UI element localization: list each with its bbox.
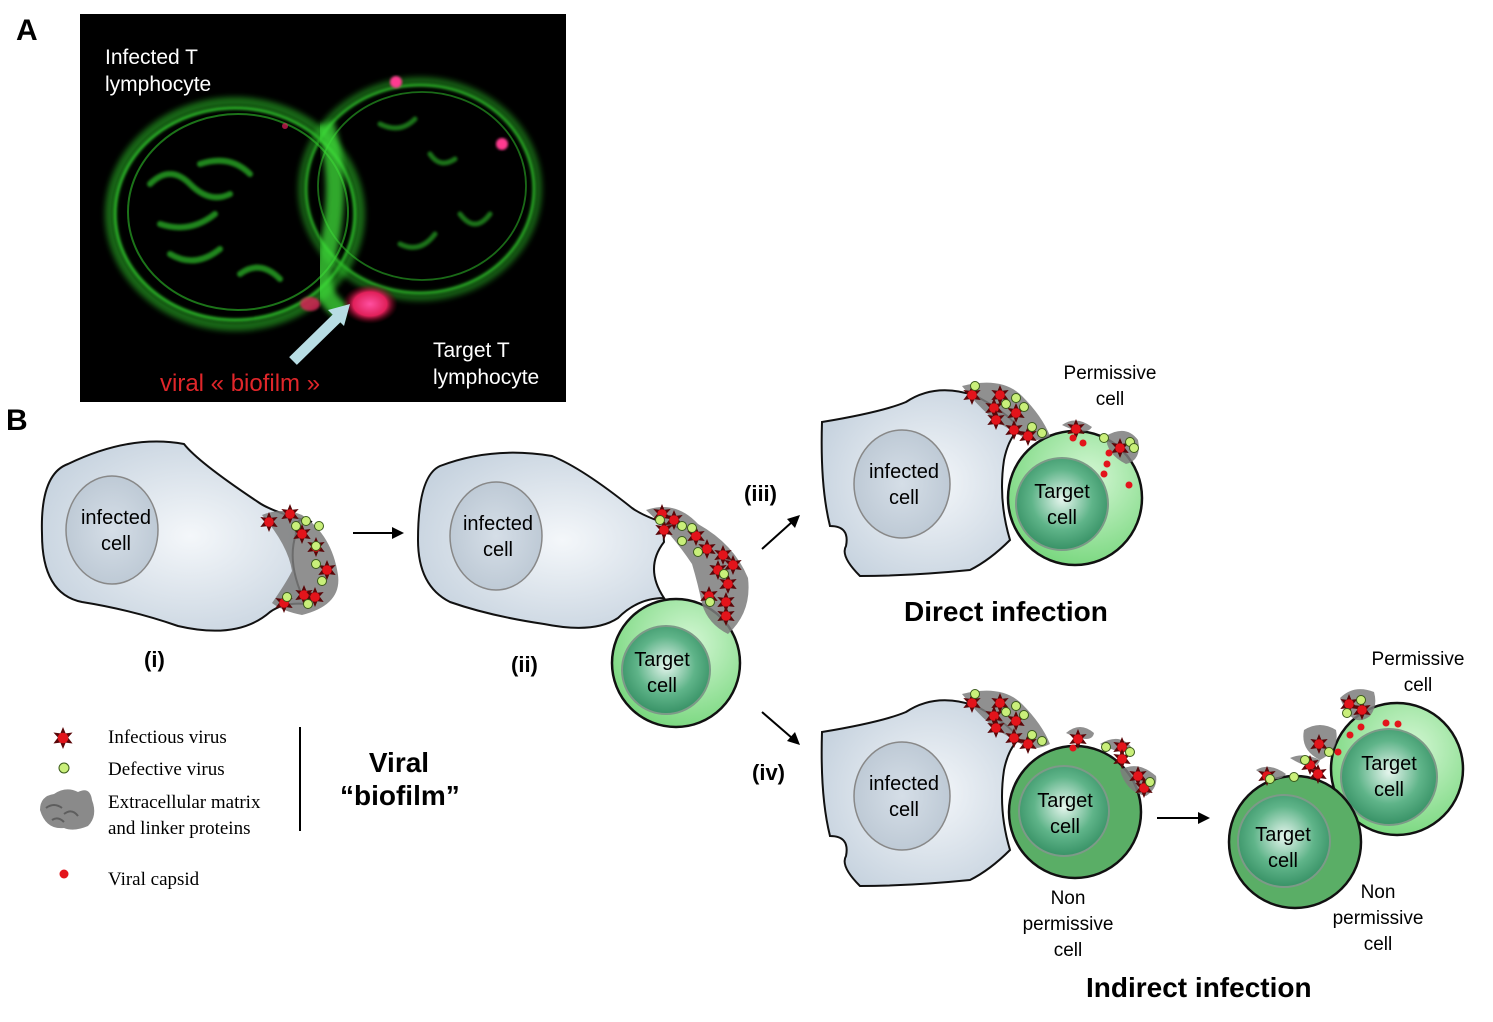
stage-iii-capsids <box>1069 434 1133 489</box>
stage-iv-nonpermissive-label: Non permissive cell <box>1022 888 1114 961</box>
title-line: Viral <box>368 747 430 778</box>
stage-iv-nonpermissive-cell <box>1007 744 1143 880</box>
stage-i-label: (i) <box>144 647 165 672</box>
label-line: Infected T <box>105 46 199 69</box>
stage-ii-target-cell <box>610 597 742 729</box>
stage-ii-label: (ii) <box>511 652 538 677</box>
stage-iii-biofilm <box>962 381 1139 464</box>
extracellular-matrix-icon <box>40 789 95 830</box>
transfer-biofilm <box>1256 689 1376 786</box>
stage-iii-permissive-label: Permissive cell <box>1063 363 1157 410</box>
label-line: Target T <box>433 339 510 362</box>
stage-ii-biofilm <box>646 504 749 634</box>
indirect-infection-caption: Indirect infection <box>1086 972 1312 1003</box>
title-line: “biofilm” <box>340 780 460 811</box>
arrow-iv-to-transfer <box>1157 812 1210 824</box>
stage-ii-infected-label: infected cell <box>462 513 534 561</box>
stage-ii-infected-cell <box>416 451 681 629</box>
arrow-i-to-ii <box>353 527 404 539</box>
microscopy-image: Infected T lymphocyte Target T lymphocyt… <box>80 14 566 402</box>
viral-capsid-icon <box>59 869 69 879</box>
stage-iv-infected-label: infected cell <box>868 773 940 821</box>
infected-lymphocyte-actin <box>105 97 365 331</box>
infectious-virus-icon <box>53 727 73 749</box>
legend-extracellular-matrix: Extracellular matrix and linker proteins <box>108 792 261 839</box>
target-lymphocyte-label: Target T lymphocyte <box>433 337 539 391</box>
transfer-nonpermissive-cell <box>1227 774 1363 910</box>
stage-ii-target-label: Target cell <box>634 649 690 697</box>
transfer-capsids <box>1334 719 1402 756</box>
arrow-to-iv <box>761 711 800 745</box>
indirect-nonpermissive-target-label: Target cell <box>1255 824 1311 872</box>
legend-defective-virus: Defective virus <box>108 759 225 780</box>
legend-infectious-virus: Infectious virus <box>108 727 227 748</box>
biofilm-arrow-icon <box>289 304 350 365</box>
stage-i-infected-cell <box>40 440 313 632</box>
viral-biofilm-spot <box>342 284 398 324</box>
label-line: lymphocyte <box>105 73 212 96</box>
stage-iv-biofilm <box>962 689 1157 798</box>
stage-iv-label: (iv) <box>752 760 785 785</box>
indirect-nonpermissive-label: Non permissive cell <box>1332 882 1424 955</box>
label-line: lymphocyte <box>433 366 540 389</box>
panel-a-letter: A <box>16 14 38 47</box>
legend-viral-capsid: Viral capsid <box>108 869 200 890</box>
indirect-permissive-label: Permissive cell <box>1371 649 1465 696</box>
stage-iii-target-label: Target cell <box>1034 481 1090 529</box>
direct-infection-caption: Direct infection <box>904 596 1108 627</box>
target-lymphocyte-actin <box>298 77 542 301</box>
arrow-to-iii <box>761 515 800 550</box>
synapse-actin <box>313 121 351 322</box>
stage-iv-infected-cell <box>820 699 1020 888</box>
indirect-permissive-target-label: Target cell <box>1361 753 1417 801</box>
stage-iii-infected-cell <box>820 389 1020 578</box>
viral-biofilm-label: viral « biofilm » <box>160 370 321 397</box>
stage-iv-target-label: Target cell <box>1037 790 1093 838</box>
stage-iii-infected-label: infected cell <box>868 461 940 509</box>
microscopy-render <box>105 76 542 365</box>
stage-i-infected-label: infected cell <box>80 507 152 555</box>
stage-i-biofilm <box>260 504 339 615</box>
infected-lymphocyte-label: Infected T lymphocyte <box>105 44 211 98</box>
viral-biofilm-title: Viral “biofilm” <box>340 746 460 812</box>
transfer-permissive-cell <box>1329 701 1465 837</box>
stage-iii-label: (iii) <box>744 481 777 506</box>
defective-virus-icon <box>58 762 70 774</box>
panel-b-letter: B <box>6 404 28 437</box>
